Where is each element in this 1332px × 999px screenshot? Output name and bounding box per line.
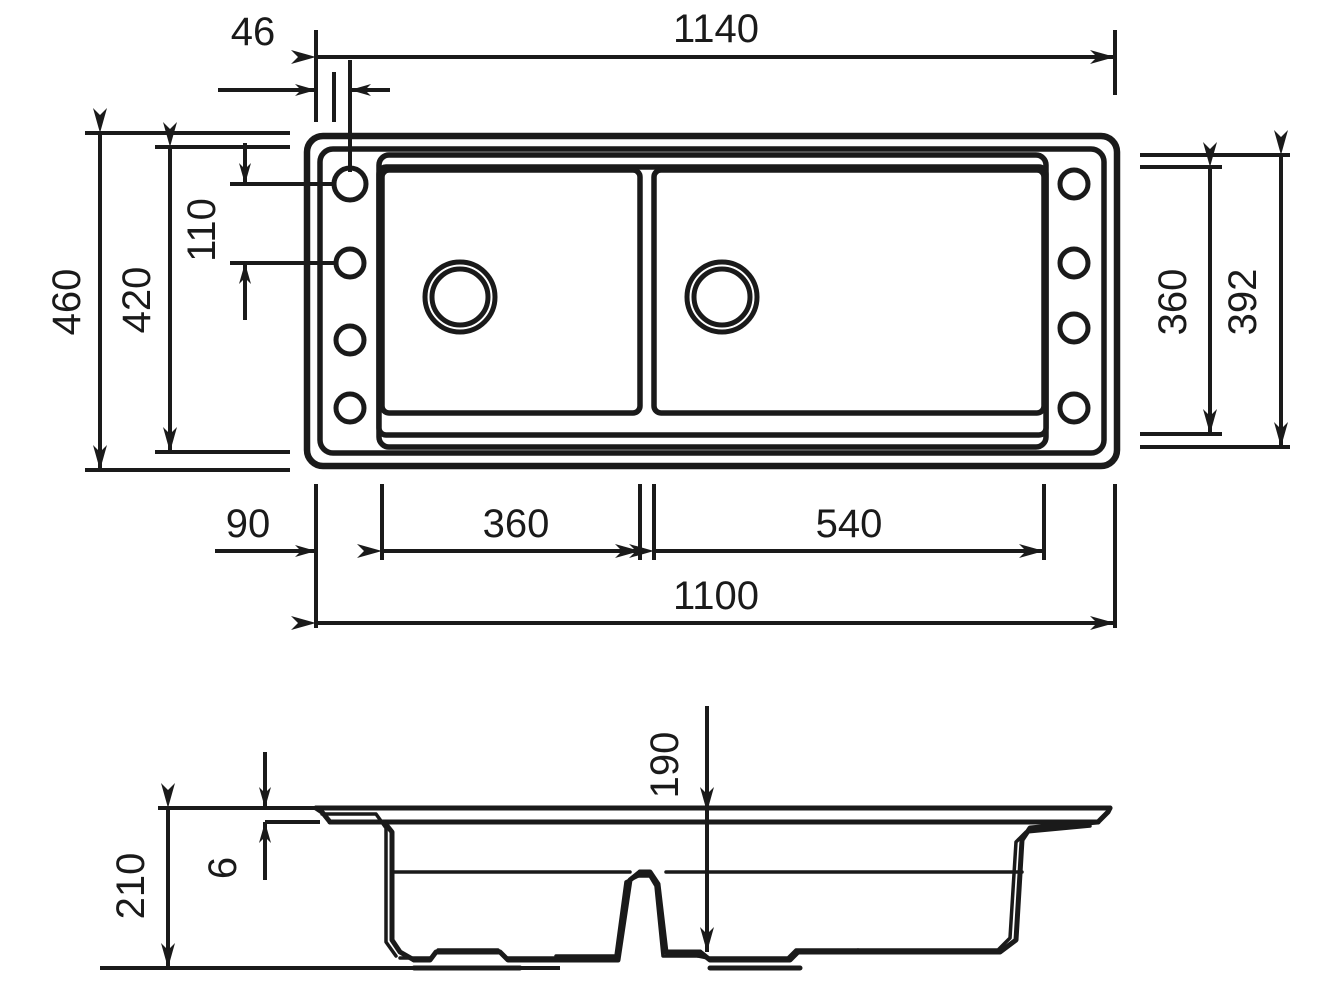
tap-hole-left-1: [331, 165, 369, 203]
tap-hole-right-1: [1057, 167, 1091, 201]
dim-inner-depth: 420: [115, 122, 290, 454]
dim-label-46: 46: [231, 10, 276, 54]
dim-label-360-right: 360: [1151, 269, 1195, 336]
left-bowl: [379, 167, 643, 416]
dim-right-outer-depth: 392: [1140, 130, 1290, 449]
drain-left-outer: [422, 259, 498, 335]
drain-left-inner: [429, 266, 491, 328]
drain-right-inner: [691, 266, 753, 328]
dim-left-bowl-width: 360: [357, 502, 640, 558]
dim-total-height: 210: [109, 783, 300, 970]
tap-hole-right-2: [1057, 246, 1091, 280]
dim-label-190: 190: [643, 732, 687, 799]
dim-label-110: 110: [180, 198, 224, 262]
dim-label-540: 540: [816, 502, 883, 546]
dim-label-460: 460: [45, 269, 89, 336]
dim-label-1140: 1140: [673, 7, 759, 51]
tap-hole-right-3: [1057, 311, 1091, 345]
tap-hole-left-2: [333, 246, 367, 280]
tap-hole-left-3: [333, 323, 367, 357]
dim-label-420: 420: [115, 267, 159, 334]
dim-label-6: 6: [201, 857, 245, 879]
dim-label-210: 210: [109, 853, 153, 920]
dim-cutout-width: 1100: [291, 574, 1115, 630]
dim-label-1100: 1100: [673, 574, 759, 618]
dim-right-inner-depth: 360: [1140, 142, 1222, 436]
section-view: [100, 805, 1113, 971]
dim-hole-spacing: 110: [180, 143, 336, 320]
tap-hole-right-4: [1057, 391, 1091, 425]
right-bowl: [651, 167, 1047, 416]
dim-overall-depth: 460: [45, 108, 290, 472]
drain-right-outer: [684, 259, 760, 335]
dim-right-bowl-width: 540: [629, 502, 1044, 558]
tap-hole-left-4: [333, 391, 367, 425]
plan-view: [303, 132, 1121, 470]
dim-rim-thickness: 6: [201, 752, 320, 880]
dim-label-360-bottom: 360: [483, 502, 550, 546]
dim-overall-width: 1140: [291, 7, 1117, 95]
dim-label-90: 90: [226, 502, 271, 546]
dim-label-392: 392: [1221, 269, 1265, 336]
dim-hole-offset: 46: [218, 10, 390, 172]
dim-bowl-depth: 190: [643, 706, 714, 952]
dim-left-margin: 90: [215, 502, 316, 557]
